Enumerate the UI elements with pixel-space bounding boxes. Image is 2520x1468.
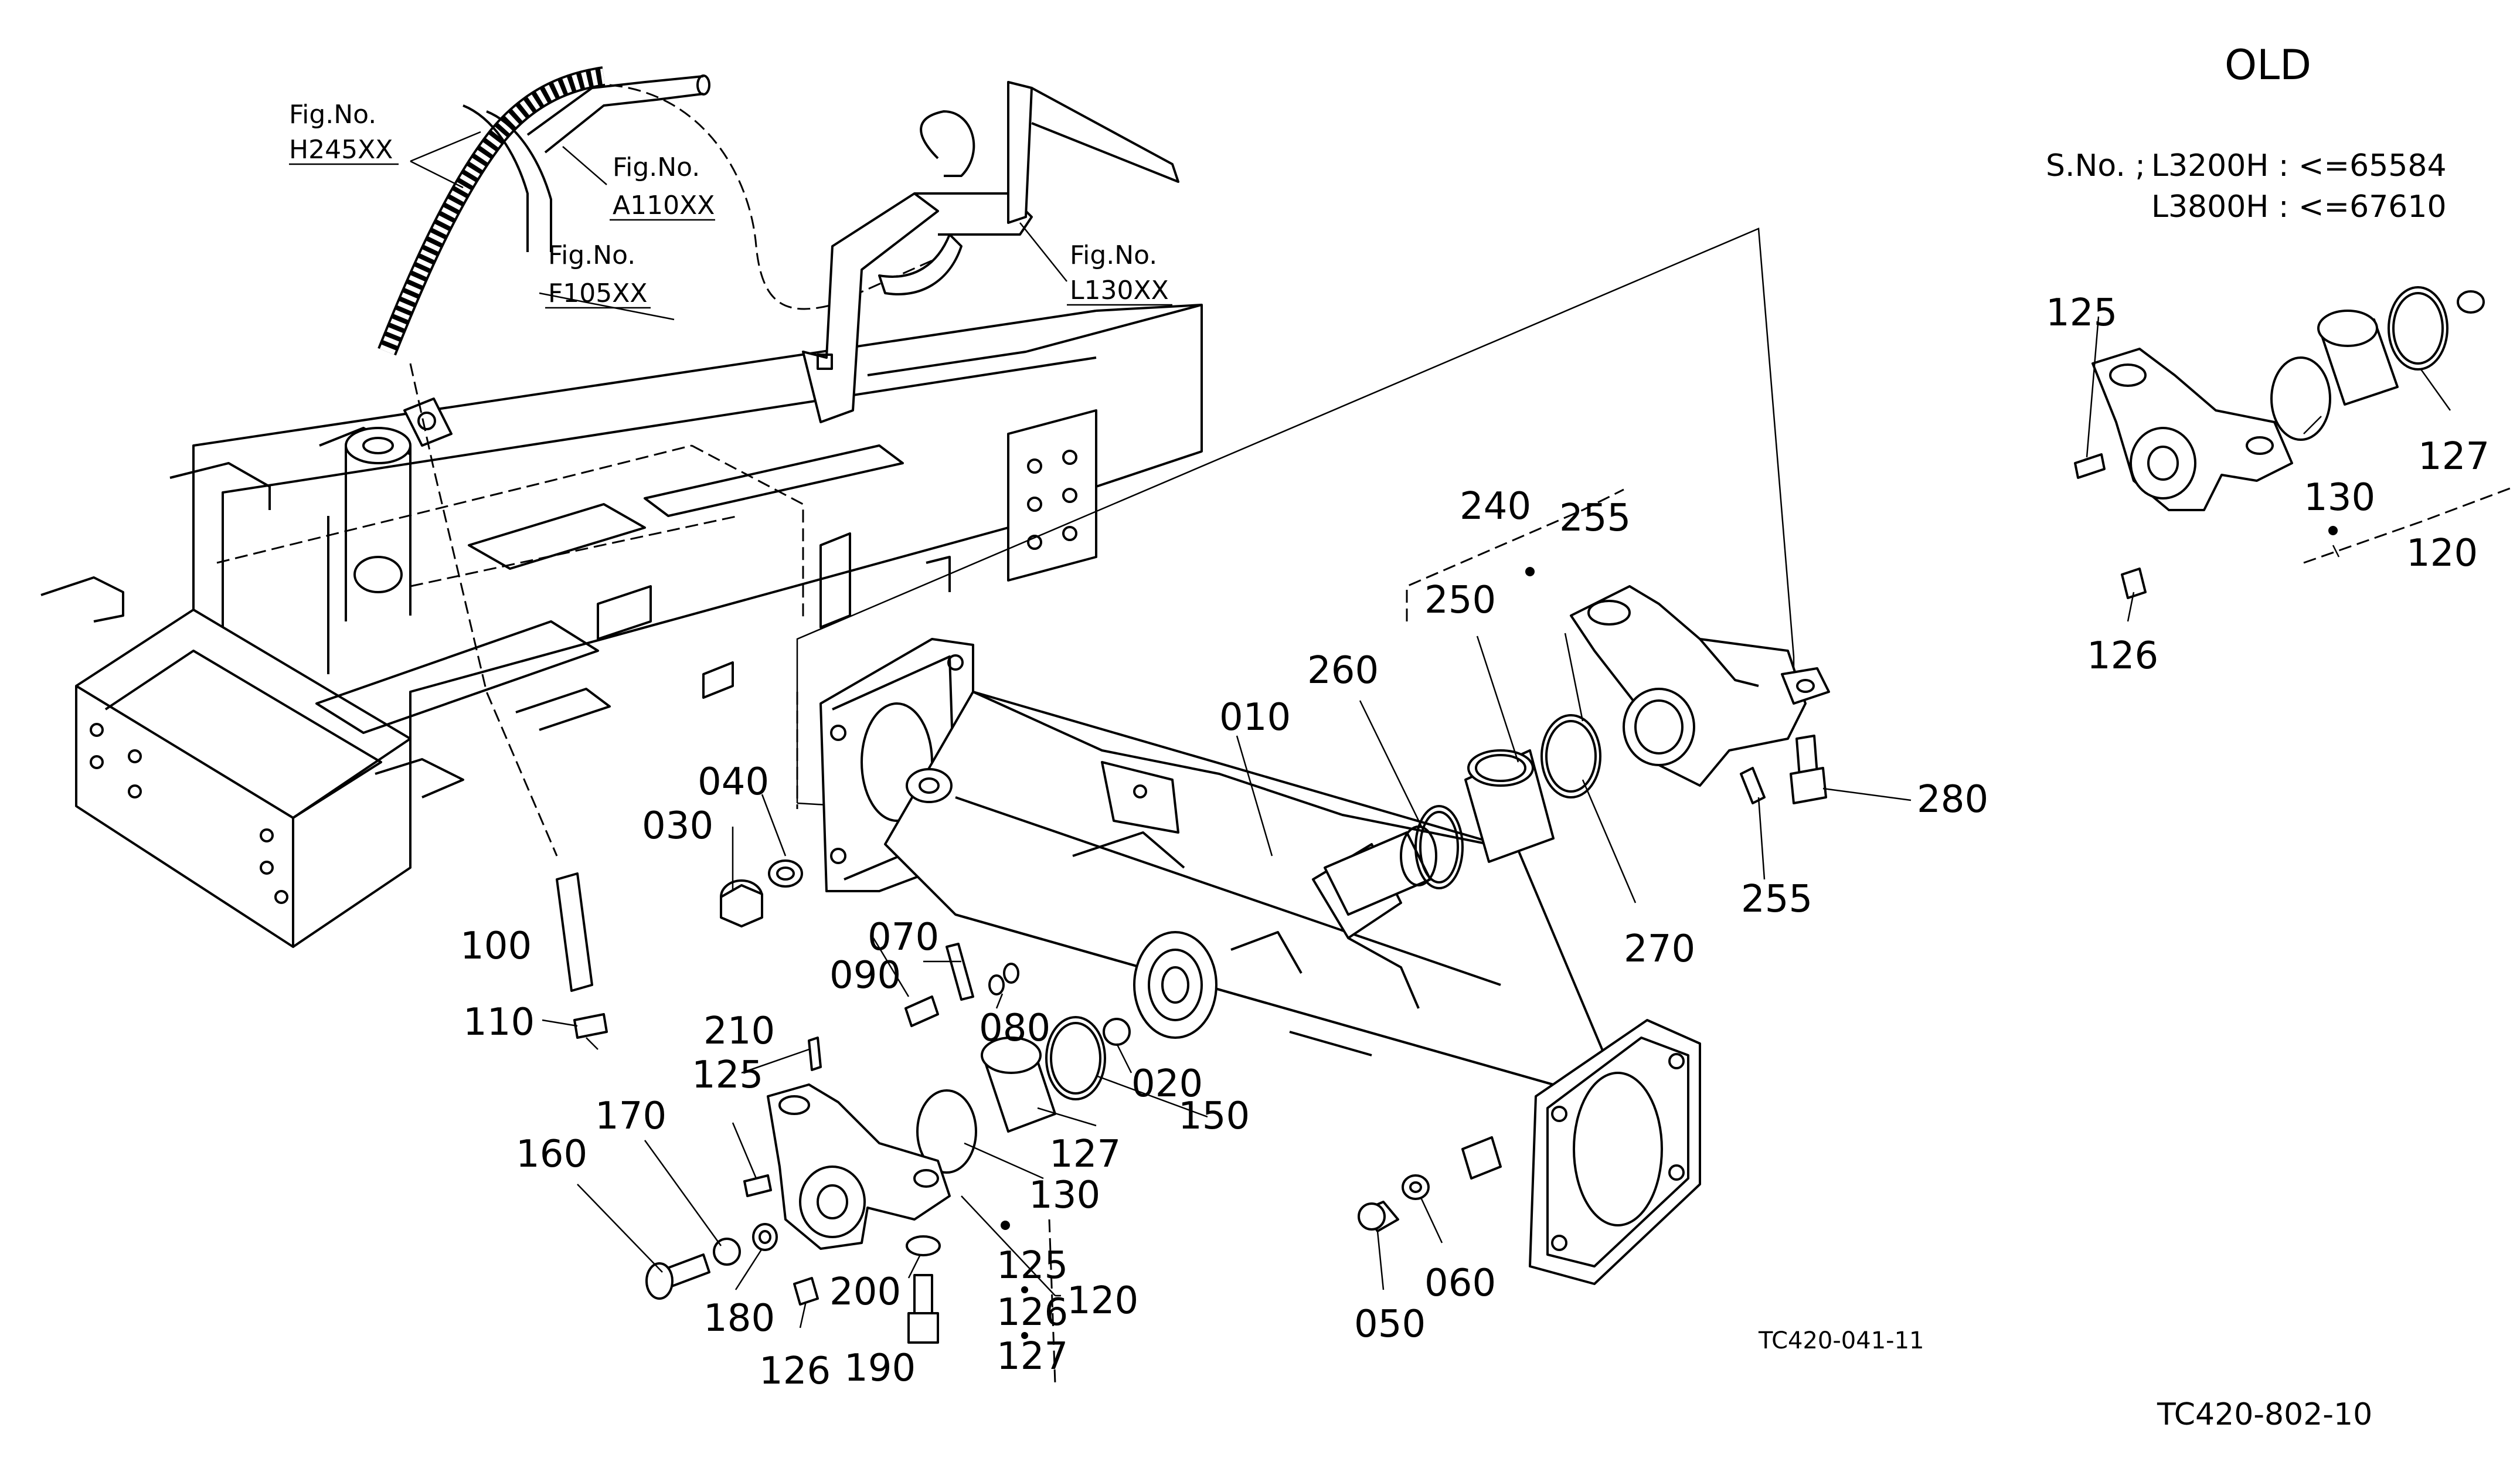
serial-line-2: L3800H : <=67610 [2151, 189, 2447, 225]
right-bolts [1740, 735, 1827, 804]
part-label-126: 126 [759, 1350, 831, 1393]
set-item-125: 125 [997, 1244, 1068, 1287]
axle-housing [796, 227, 1795, 1285]
part-label-127: 127 [1049, 1133, 1121, 1176]
set-item-127: 127 [997, 1335, 1068, 1378]
left-knuckle-120 [645, 1083, 1430, 1344]
part-label-130: 130 [1029, 1174, 1100, 1217]
part-label-200: 200 [829, 1270, 901, 1314]
serial-prefix: S.No. ; [2046, 148, 2145, 184]
part-label-120: 120 [1067, 1279, 1138, 1323]
inset-title: OLD [2225, 41, 2311, 89]
part-label-070: 070 [868, 916, 939, 959]
part-label-270: 270 [1624, 927, 1695, 971]
fig-ref-label: Fig.No. [613, 152, 700, 182]
inset-label-125: 125 [2046, 291, 2117, 335]
fig-ref-label: Fig.No. [548, 240, 635, 270]
part-label-010: 010 [1219, 696, 1291, 739]
part-label-080: 080 [979, 1007, 1050, 1050]
inset-label-127: 127 [2418, 435, 2490, 478]
fig-ref-code: F105XX [548, 278, 648, 308]
part-label-090: 090 [829, 954, 901, 997]
part-label-050: 050 [1354, 1303, 1426, 1346]
part-label-020: 020 [1131, 1062, 1203, 1106]
part-label-210: 210 [703, 1010, 775, 1053]
knuckle-240 [1570, 585, 1830, 787]
part-label-280: 280 [1917, 778, 1988, 821]
part-label-125: 125 [692, 1054, 763, 1097]
part-label-180: 180 [703, 1297, 775, 1340]
part-label-110: 110 [463, 1001, 535, 1044]
left-small-parts [556, 859, 1131, 1174]
part-label-030: 030 [642, 804, 713, 848]
inset-label-126: 126 [2087, 634, 2158, 678]
set-item-126: 126 [997, 1291, 1068, 1334]
part-label-240: 240 [1460, 485, 1531, 528]
fig-ref-code: L130XX [1070, 276, 1169, 305]
part-label-190: 190 [844, 1347, 916, 1390]
part-label-260: 260 [1307, 649, 1379, 692]
part-label-040: 040 [698, 760, 769, 804]
part-label-150: 150 [1178, 1095, 1250, 1138]
fig-ref-label: Fig.No. [1070, 240, 1157, 270]
pedal-bracket [802, 81, 1179, 423]
frame-assembly [40, 304, 1203, 948]
serial-line-1: L3200H : <=65584 [2151, 148, 2447, 184]
part-label-255: 255 [1741, 878, 1812, 921]
harness-assembly [378, 66, 938, 857]
fig-ref-code: A110XX [613, 191, 715, 220]
set-brackets [1001, 488, 1624, 1384]
part-label-160: 160 [516, 1133, 587, 1176]
fig-ref-code: H245XX [289, 135, 393, 165]
inset-label-120: 120 [2406, 532, 2478, 575]
part-label-060: 060 [1424, 1262, 1496, 1305]
drawing-code: TC420-041-11 [1758, 1327, 1924, 1354]
part-label-255: 255 [1559, 497, 1631, 540]
part-label-100: 100 [460, 925, 532, 968]
fig-ref-label: Fig.No. [289, 100, 376, 130]
leader-lines [410, 131, 2451, 1328]
part-label-250: 250 [1424, 579, 1496, 622]
page-code: TC420-802-10 [2157, 1397, 2372, 1432]
inset-old-bracket [2074, 286, 2515, 599]
inset-label-130: 130 [2304, 476, 2375, 519]
part-label-170: 170 [595, 1095, 666, 1138]
